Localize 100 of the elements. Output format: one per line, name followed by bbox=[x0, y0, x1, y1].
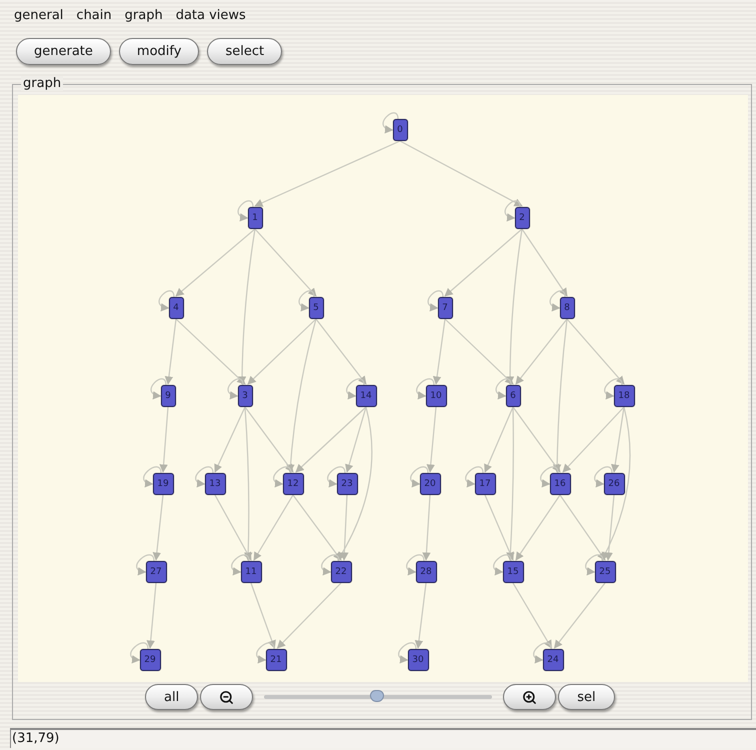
self-loop-arrow bbox=[327, 466, 346, 487]
arrow bbox=[214, 406, 246, 473]
graph-node: 6 bbox=[506, 385, 520, 407]
arrow bbox=[444, 318, 514, 385]
arrow bbox=[414, 582, 427, 649]
arrow bbox=[316, 318, 366, 385]
self-loop-arrow bbox=[594, 466, 613, 487]
arrow bbox=[506, 228, 523, 385]
arrow bbox=[164, 318, 177, 385]
arrow bbox=[512, 582, 552, 649]
arrow bbox=[432, 318, 446, 385]
graph-node: 15 bbox=[502, 561, 524, 583]
self-loop-arrow bbox=[550, 290, 566, 311]
arrow bbox=[250, 582, 276, 649]
graph-node: 8 bbox=[560, 297, 574, 319]
graph-node: 19 bbox=[152, 473, 174, 495]
self-loop-arrow bbox=[273, 466, 292, 487]
menu-item: graph bbox=[124, 7, 163, 24]
graph-node: 21 bbox=[266, 649, 286, 671]
graph-node: 4 bbox=[168, 297, 184, 319]
arrow bbox=[176, 318, 246, 385]
graph-node: 12 bbox=[282, 473, 304, 495]
arrow bbox=[337, 406, 372, 561]
self-loop-arrow bbox=[238, 200, 254, 221]
menu-item: general bbox=[14, 7, 64, 24]
arrow bbox=[506, 407, 515, 561]
self-loop-arrow bbox=[346, 378, 365, 399]
arrow bbox=[146, 582, 157, 649]
arrow bbox=[484, 406, 514, 473]
arrow bbox=[522, 228, 568, 297]
arrow bbox=[562, 406, 624, 473]
arrow bbox=[426, 406, 437, 473]
self-loop-arrow bbox=[604, 378, 623, 399]
self-loop-arrow bbox=[150, 378, 167, 399]
arrow bbox=[286, 318, 317, 473]
arrow bbox=[566, 318, 625, 385]
self-loop-arrow bbox=[398, 642, 417, 663]
self-loop-arrow bbox=[382, 112, 399, 133]
graph-node: 7 bbox=[438, 297, 452, 319]
status-bar: (31,79) bbox=[10, 728, 756, 748]
arrow bbox=[175, 228, 256, 297]
arrow bbox=[554, 582, 606, 649]
graph-node: 22 bbox=[330, 561, 352, 583]
arrow bbox=[512, 406, 560, 473]
selection-button: sel bbox=[558, 684, 615, 710]
self-loop-arrow bbox=[496, 378, 512, 399]
self-loop-arrow bbox=[158, 290, 175, 311]
arrow bbox=[604, 494, 615, 561]
arrow bbox=[552, 318, 568, 473]
graph-node: 2 bbox=[514, 207, 530, 229]
graph-node: 20 bbox=[420, 473, 440, 495]
menu-item: data views bbox=[176, 7, 246, 24]
arrow bbox=[422, 494, 431, 561]
self-loop-arrow bbox=[504, 200, 521, 221]
arrow bbox=[253, 494, 294, 561]
graph-node: 17 bbox=[474, 473, 496, 495]
arrow bbox=[276, 582, 342, 649]
toolbar-button: generate bbox=[16, 38, 111, 65]
self-loop-arrow bbox=[428, 290, 444, 311]
graph-node: 25 bbox=[594, 561, 616, 583]
arrow bbox=[247, 318, 316, 385]
arrow bbox=[601, 406, 631, 561]
graph-node: 28 bbox=[416, 561, 436, 583]
graph-node: 5 bbox=[308, 297, 324, 319]
arrow bbox=[400, 140, 523, 207]
self-loop-arrow bbox=[533, 642, 552, 663]
arrow bbox=[152, 494, 164, 561]
arrow bbox=[516, 494, 560, 561]
graph-node: 30 bbox=[408, 649, 428, 671]
graph-node: 26 bbox=[604, 473, 624, 495]
self-loop-arrow bbox=[416, 378, 435, 399]
self-loop-arrow bbox=[298, 290, 315, 311]
arrow bbox=[560, 494, 606, 561]
arrow bbox=[238, 228, 256, 385]
graph-node: 11 bbox=[240, 561, 262, 583]
arrow bbox=[345, 406, 367, 473]
arrow bbox=[254, 228, 317, 297]
self-loop-arrow bbox=[585, 554, 604, 575]
graph-node: 10 bbox=[426, 385, 446, 407]
self-loop-arrow bbox=[130, 642, 149, 663]
arrow bbox=[244, 406, 252, 561]
self-loop-arrow bbox=[228, 378, 244, 399]
graph-node: 29 bbox=[140, 649, 160, 671]
graph-node: 24 bbox=[542, 649, 564, 671]
panel-title: graph bbox=[21, 76, 64, 91]
graph-node: 27 bbox=[146, 561, 166, 583]
self-loop-arrow bbox=[231, 554, 250, 575]
self-loop-arrow bbox=[195, 466, 214, 487]
graph-node: 3 bbox=[238, 385, 252, 407]
self-loop-arrow bbox=[136, 554, 155, 575]
arrow bbox=[484, 494, 514, 561]
graph-node: 13 bbox=[204, 473, 226, 495]
arrow bbox=[292, 494, 342, 561]
self-loop-arrow bbox=[256, 642, 275, 663]
self-loop-arrow bbox=[493, 554, 512, 575]
arrow bbox=[295, 406, 366, 473]
arrow bbox=[515, 318, 568, 385]
graph-node: 23 bbox=[336, 473, 358, 495]
graph-node: 14 bbox=[356, 385, 376, 407]
arrow bbox=[214, 494, 252, 561]
